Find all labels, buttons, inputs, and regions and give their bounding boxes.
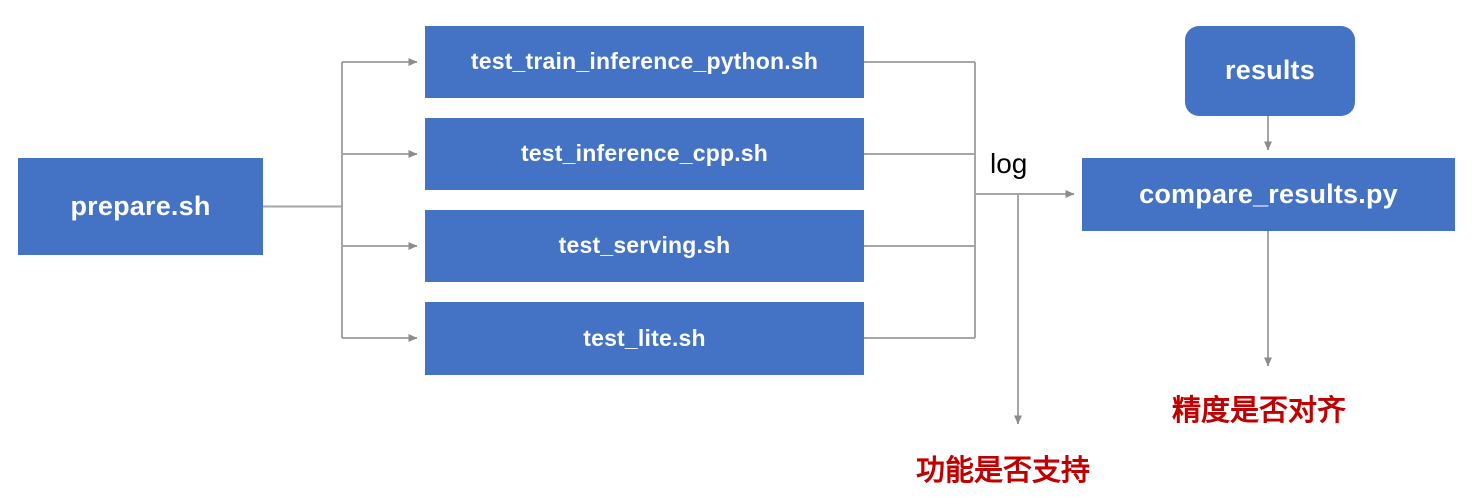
- note-accuracy-aligned: 精度是否对齐: [1172, 395, 1347, 427]
- node-label-compare-results-py: compare_results.py: [1139, 178, 1398, 209]
- node-results[interactable]: results: [1185, 26, 1355, 116]
- node-label-test-inference-cpp-sh: test_inference_cpp.sh: [520, 140, 769, 167]
- node-compare-results-py[interactable]: compare_results.py: [1082, 158, 1455, 231]
- node-test-serving-sh[interactable]: test_serving.sh: [425, 210, 864, 282]
- node-test-train-inference-python-sh[interactable]: test_train_inference_python.sh: [425, 26, 864, 98]
- node-label-prepare-sh: prepare.sh: [70, 190, 211, 221]
- node-label-test-serving-sh: test_serving.sh: [558, 232, 731, 259]
- note-function-supported: 功能是否支持: [916, 455, 1091, 487]
- edge-label-log: log: [990, 148, 1028, 179]
- node-prepare-sh[interactable]: prepare.sh: [18, 158, 263, 255]
- node-label-results: results: [1225, 55, 1315, 86]
- node-label-test-lite-sh: test_lite.sh: [583, 324, 706, 351]
- node-label-test-train-inference-python-sh: test_train_inference_python.sh: [470, 48, 819, 75]
- node-test-inference-cpp-sh[interactable]: test_inference_cpp.sh: [425, 118, 864, 190]
- node-test-lite-sh[interactable]: test_lite.sh: [425, 302, 864, 375]
